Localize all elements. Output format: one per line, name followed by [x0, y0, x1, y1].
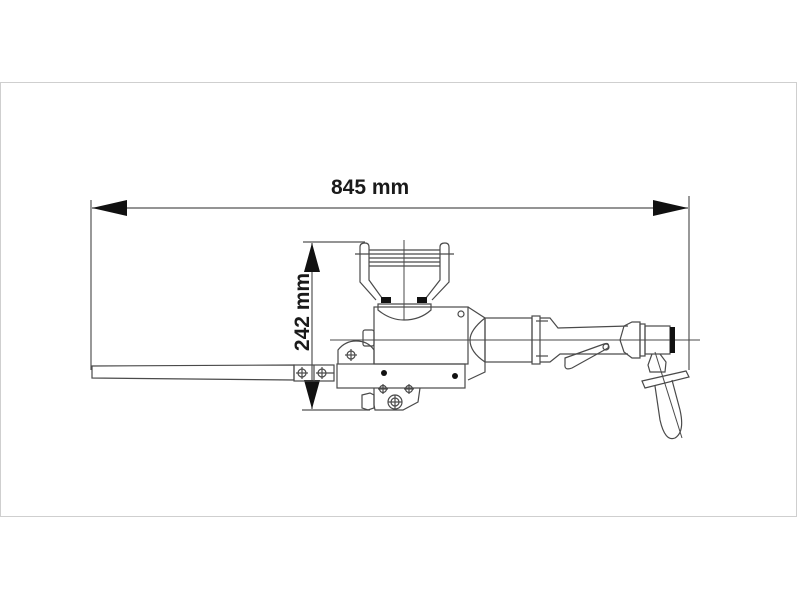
arrowhead-right-icon [653, 200, 688, 216]
arrowhead-up-icon [304, 243, 320, 272]
motor-barrel [484, 315, 629, 365]
trigger-lever [564, 342, 610, 370]
clamp-body [336, 329, 466, 411]
length-dimension-label: 845 mm [331, 176, 410, 199]
height-dimension-label: 242 mm [291, 272, 315, 352]
guide-rod [91, 364, 335, 382]
top-handle [355, 240, 454, 321]
drawing-frame [0, 82, 797, 517]
arrowhead-left-icon [92, 200, 127, 216]
length-dimension [90, 196, 690, 370]
arrowhead-down-icon [304, 380, 320, 409]
air-inlet-fitting [619, 321, 690, 440]
